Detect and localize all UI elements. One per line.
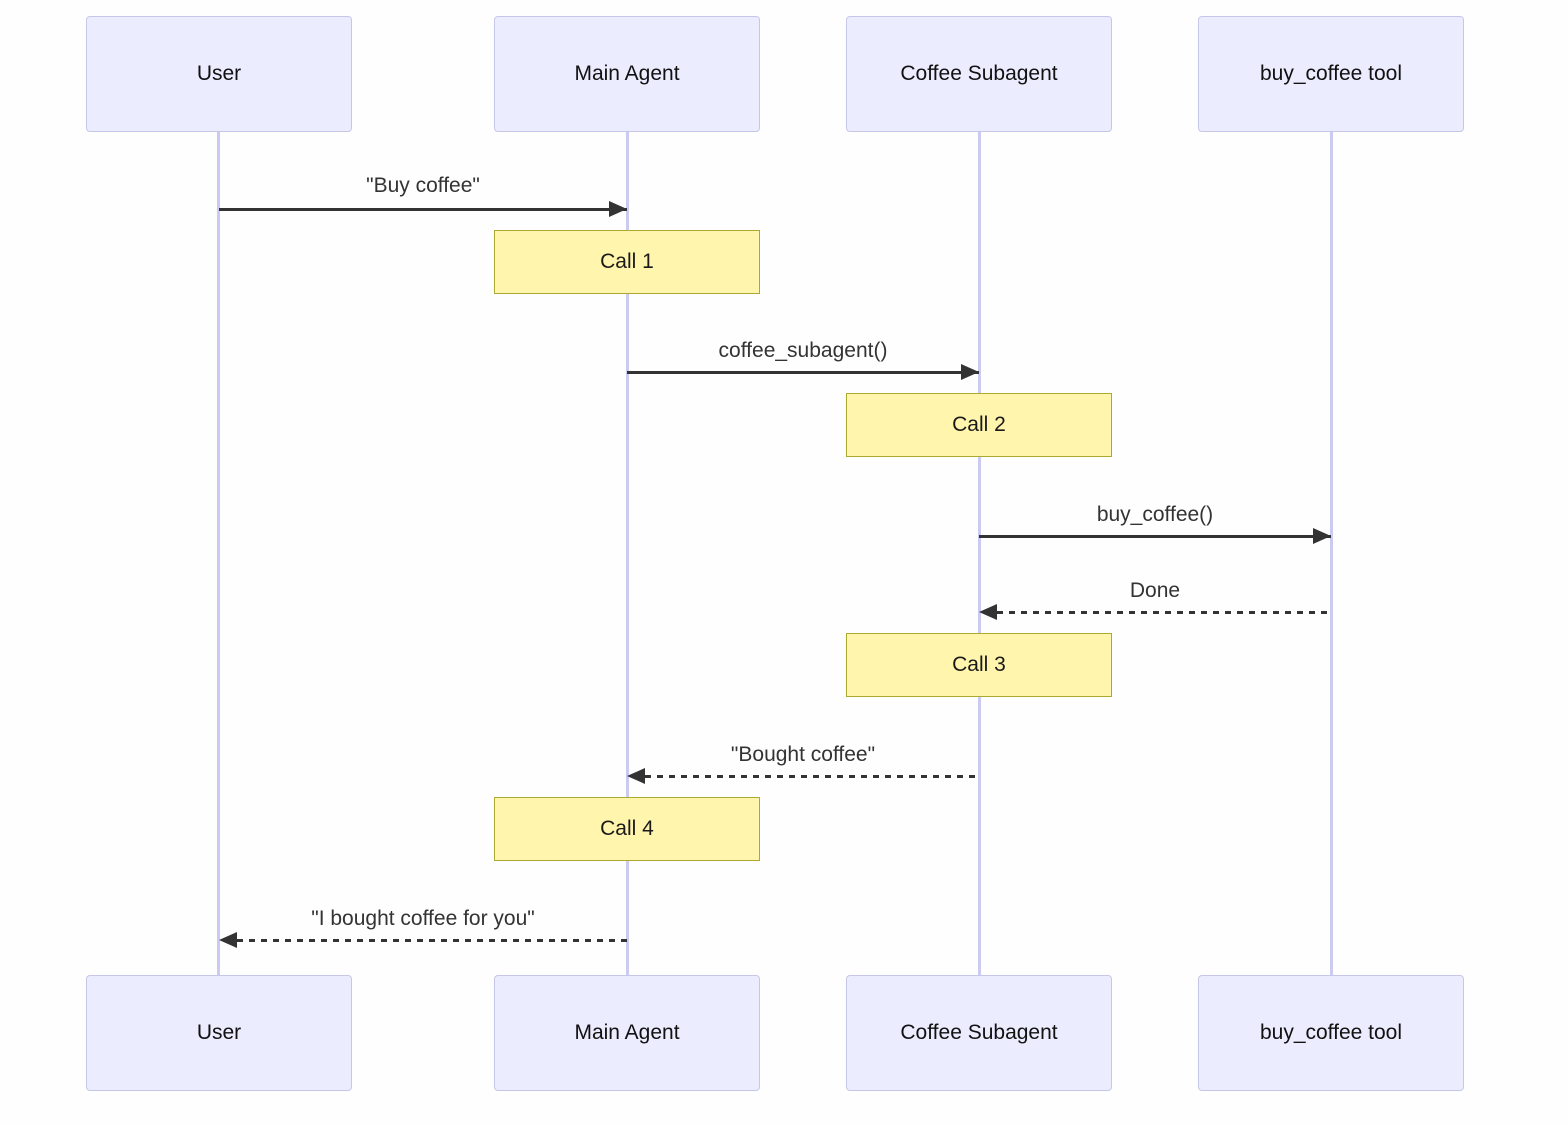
message-label-buy-coffee-call: buy_coffee() — [1096, 503, 1214, 526]
message-line — [627, 371, 979, 374]
message-line — [219, 208, 627, 211]
message-label-buy-coffee: "Buy coffee" — [366, 174, 480, 197]
actor-top-user: User — [86, 16, 352, 132]
arrowhead-right-icon — [609, 201, 627, 217]
actor-bottom-coffee-subagent: Coffee Subagent — [846, 975, 1112, 1091]
lifeline-coffee-subagent — [978, 132, 981, 975]
actor-label: Main Agent — [574, 1021, 680, 1044]
arrowhead-left-icon — [219, 932, 237, 948]
actor-bottom-user: User — [86, 975, 352, 1091]
arrowhead-left-icon — [979, 604, 997, 620]
note-label: Call 1 — [600, 250, 654, 273]
actor-label: Coffee Subagent — [900, 1021, 1058, 1044]
arrowhead-right-icon — [1313, 528, 1331, 544]
actor-top-buy-coffee-tool: buy_coffee tool — [1198, 16, 1464, 132]
actor-label: User — [196, 1021, 242, 1044]
actor-label: User — [196, 62, 242, 85]
actor-label: Coffee Subagent — [900, 62, 1058, 85]
message-label-coffee-subagent: coffee_subagent() — [718, 339, 888, 362]
actor-label: Main Agent — [574, 62, 680, 85]
actor-label: buy_coffee tool — [1259, 62, 1403, 85]
arrowhead-right-icon — [961, 364, 979, 380]
message-label-i-bought-coffee: "I bought coffee for you" — [311, 907, 535, 930]
arrowhead-left-icon — [627, 768, 645, 784]
note-call-3: Call 3 — [846, 633, 1112, 697]
actor-top-coffee-subagent: Coffee Subagent — [846, 16, 1112, 132]
message-line — [979, 535, 1331, 538]
actor-top-main-agent: Main Agent — [494, 16, 760, 132]
actor-label: buy_coffee tool — [1259, 1021, 1403, 1044]
note-label: Call 4 — [600, 817, 654, 840]
actor-bottom-main-agent: Main Agent — [494, 975, 760, 1091]
message-line — [237, 939, 627, 942]
actor-bottom-buy-coffee-tool: buy_coffee tool — [1198, 975, 1464, 1091]
message-label-done: Done — [1129, 579, 1181, 602]
note-label: Call 2 — [952, 413, 1006, 436]
message-line — [645, 775, 979, 778]
note-call-2: Call 2 — [846, 393, 1112, 457]
message-line — [997, 611, 1331, 614]
note-label: Call 3 — [952, 653, 1006, 676]
lifeline-user — [217, 132, 220, 975]
note-call-4: Call 4 — [494, 797, 760, 861]
lifeline-main-agent — [626, 132, 629, 975]
lifeline-buy-coffee-tool — [1330, 132, 1333, 975]
note-call-1: Call 1 — [494, 230, 760, 294]
message-label-bought-coffee: "Bought coffee" — [730, 743, 876, 766]
